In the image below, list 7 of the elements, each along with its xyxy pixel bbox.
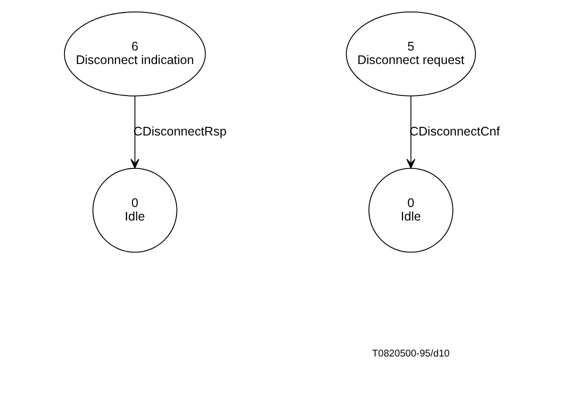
node-circle: 0 Idle bbox=[368, 168, 454, 253]
label: T0820500-95/d10 bbox=[372, 348, 450, 360]
arrow bbox=[130, 96, 140, 169]
node-ellipse: 5 Disconnect request bbox=[346, 12, 476, 96]
node-circle: 0 Idle bbox=[92, 168, 178, 253]
node-ellipse: 6 Disconnect indication bbox=[64, 12, 206, 96]
arrow bbox=[406, 96, 416, 169]
